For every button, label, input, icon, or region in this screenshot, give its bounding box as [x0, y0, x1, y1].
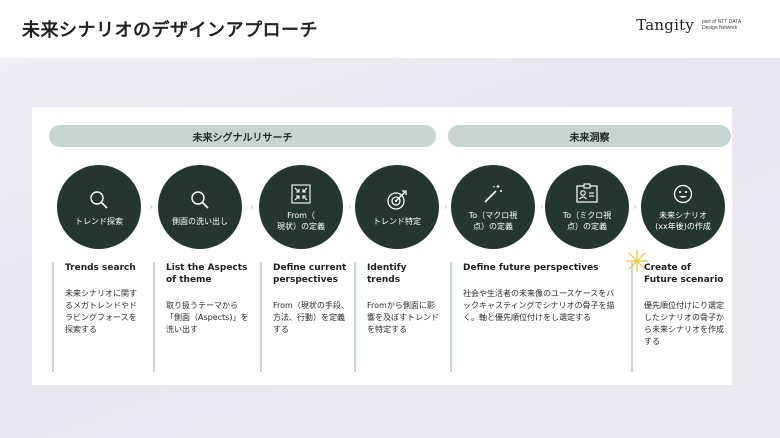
- chevron-right-icon: ›: [249, 200, 255, 213]
- page-title: 未来シナリオのデザインアプローチ: [22, 20, 318, 41]
- step-detail-1: Trends search 未来シナリオに関するメガトレンドやドラビングフォース…: [52, 262, 144, 372]
- target-icon: [385, 188, 409, 212]
- magnifier-icon: [88, 188, 110, 212]
- phase-band-signal-research: 未来シグナルリサーチ: [49, 125, 436, 147]
- sparkle-icon: [626, 250, 648, 272]
- chevron-right-icon: ›: [632, 200, 638, 213]
- step-description: 社会や生活者の未来像のユースケースをバックキャスティングでシナリオの骨子を描く。…: [463, 289, 615, 322]
- collapse-arrows-icon: [290, 182, 312, 206]
- step-circle-6: To（ミクロ視 点）の定義: [545, 165, 629, 249]
- step-title: Trends search: [65, 263, 136, 273]
- chevron-right-icon: ›: [443, 200, 449, 213]
- step-title: Create of Future scenario: [644, 263, 724, 285]
- logo: Tangity part of NTT DATA Design Network: [636, 16, 754, 34]
- chevron-right-icon: ›: [347, 200, 353, 213]
- step-description: Fromから側面に影響を及ぼすトレンドを特定する: [367, 301, 439, 334]
- step-title: Identify trends: [367, 263, 407, 285]
- step-circle-label: トレンド探索: [75, 216, 123, 226]
- step-circle-7: 未来シナリオ (xx年後)の作成: [641, 165, 725, 249]
- id-card-icon: [575, 182, 599, 206]
- step-circle-2: 側面の洗い出し: [158, 165, 242, 249]
- step-circle-5: To（マクロ視 点）の定義: [451, 165, 535, 249]
- step-title: Define current perspectives: [273, 263, 347, 285]
- process-card: 未来シグナルリサーチ 未来洞察 トレンド探索 › 側面の洗い出し › From（…: [32, 107, 732, 385]
- step-detail-5: Define future perspectives 社会や生活者の未来像のユー…: [450, 262, 622, 372]
- step-description: 未来シナリオに関するメガトレンドやドラビングフォースを探索する: [65, 289, 137, 334]
- step-circle-label: From（ 現状）の定義: [277, 211, 325, 231]
- step-detail-3: Define current perspectives From（現状の手段、方…: [260, 262, 352, 372]
- step-title: Define future perspectives: [463, 263, 599, 273]
- phase-band-future-insight: 未来洞察: [448, 125, 731, 147]
- phase-label: 未来洞察: [569, 132, 610, 144]
- phase-label: 未来シグナルリサーチ: [192, 132, 293, 144]
- step-circle-1: トレンド探索: [57, 165, 141, 249]
- step-description: 取り扱うテーマから「側面（Aspects)」を洗い出す: [166, 301, 249, 334]
- step-circle-label: To（ミクロ視 点）の定義: [562, 211, 612, 231]
- header-bar: 未来シナリオのデザインアプローチ Tangity part of NTT DAT…: [0, 0, 780, 58]
- step-circle-label: To（マクロ視 点）の定義: [468, 211, 518, 231]
- step-description: 優先順位付けにり選定したシナリオの骨子から未来シナリオを作成する: [644, 301, 724, 346]
- step-detail-4: Identify trends Fromから側面に影響を及ぼすトレンドを特定する: [354, 262, 440, 372]
- step-circle-4: トレンド特定: [355, 165, 439, 249]
- logo-tagline: part of NTT DATA Design Network: [702, 19, 741, 31]
- magic-wand-icon: [481, 182, 505, 206]
- step-description: From（現状の手段、方法、行動）を定義する: [273, 301, 349, 334]
- step-detail-2: List the Aspects of theme 取り扱うテーマから「側面（A…: [153, 262, 253, 372]
- step-circle-label: 未来シナリオ (xx年後)の作成: [655, 211, 711, 231]
- step-title: List the Aspects of theme: [166, 263, 248, 285]
- magnifier-icon: [189, 188, 211, 212]
- logo-wordmark: Tangity: [636, 16, 694, 34]
- step-circle-3: From（ 現状）の定義: [259, 165, 343, 249]
- smiley-icon: [672, 182, 694, 206]
- chevron-right-icon: ›: [539, 200, 545, 213]
- step-circle-label: トレンド特定: [373, 216, 421, 226]
- step-detail-7: Create of Future scenario 優先順位付けにり選定したシナ…: [631, 262, 727, 372]
- chevron-right-icon: ›: [148, 200, 154, 213]
- step-circle-label: 側面の洗い出し: [172, 216, 228, 226]
